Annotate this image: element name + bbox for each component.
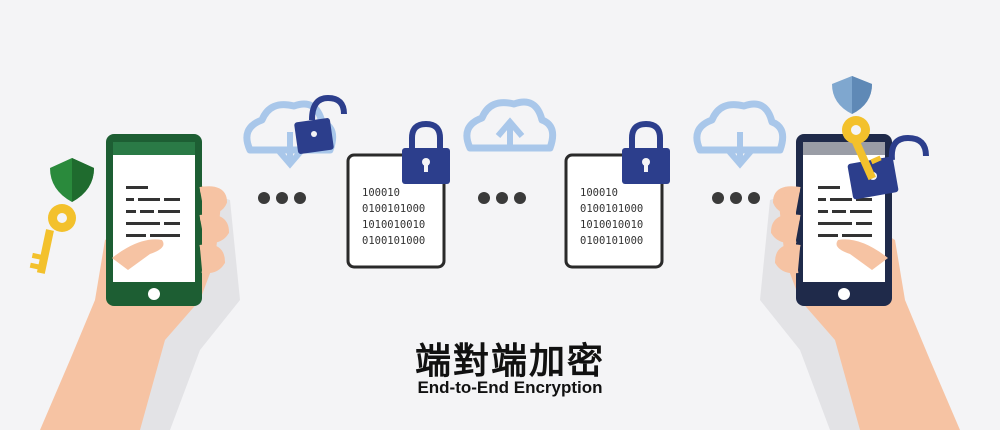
sender-fingers <box>199 186 230 274</box>
sender-screen-text <box>126 186 180 237</box>
packet-2-line-4: 0100101000 <box>580 235 643 247</box>
sender-thumb <box>112 239 164 270</box>
padlock-open-icon <box>294 94 347 154</box>
padlock-closed-icon <box>402 120 450 184</box>
sender-phone <box>106 134 202 306</box>
packet-2-line-2: 0100101000 <box>580 203 643 215</box>
receiver-fingers <box>770 186 801 274</box>
title-chinese: 端對端加密 <box>414 341 605 382</box>
transfer-dots-2 <box>478 192 526 204</box>
padlock-closed-icon <box>622 120 670 184</box>
title-english: End-to-End Encryption <box>417 378 603 397</box>
cloud-download-icon <box>693 100 787 169</box>
packet-1-line-1: 100010 <box>362 187 400 199</box>
packet-1-line-3: 1010010010 <box>362 219 425 231</box>
receiver-group <box>760 76 960 430</box>
packet-2-line-3: 1010010010 <box>580 219 643 231</box>
key-icon <box>29 204 76 274</box>
packet-1-line-2: 0100101000 <box>362 203 425 215</box>
transfer-dots-1 <box>258 192 306 204</box>
receiver-screen-text <box>818 186 872 237</box>
packet-2-line-1: 100010 <box>580 187 618 199</box>
encrypted-packet-1: 100010 0100101000 1010010010 0100101000 <box>346 153 446 269</box>
transfer-dots-3 <box>712 192 760 204</box>
cloud-upload-icon <box>463 98 557 152</box>
packet-1-line-4: 0100101000 <box>362 235 425 247</box>
sender-group <box>29 134 240 430</box>
receiver-thumb <box>836 239 888 270</box>
key-icon <box>842 116 882 181</box>
